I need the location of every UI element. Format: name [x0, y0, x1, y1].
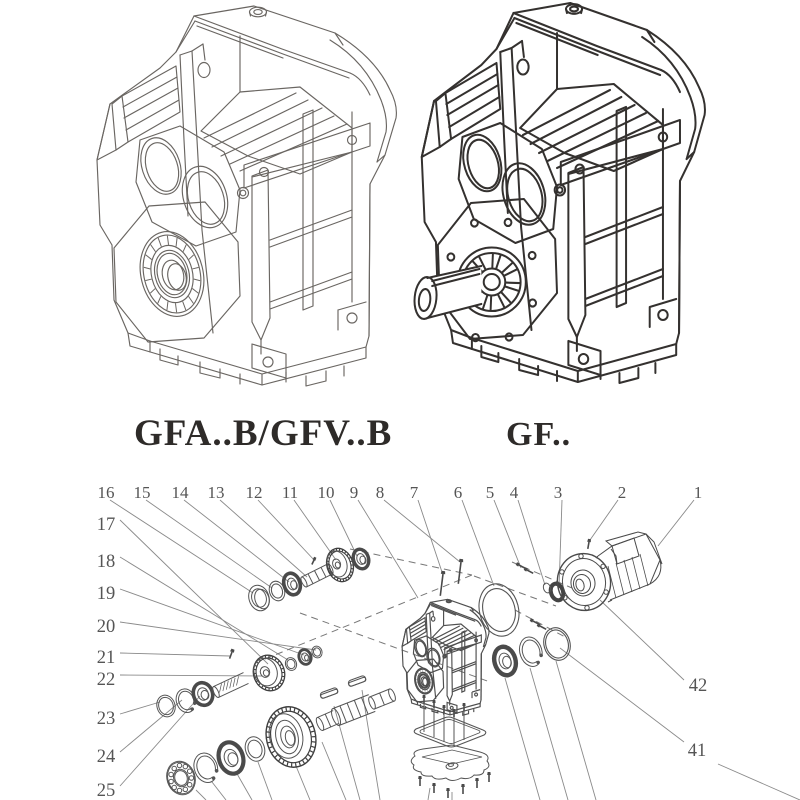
svg-text:2: 2 — [618, 483, 627, 502]
svg-text:25: 25 — [97, 781, 116, 800]
svg-text:20: 20 — [97, 617, 116, 637]
svg-text:5: 5 — [486, 483, 495, 502]
svg-text:19: 19 — [97, 584, 116, 604]
svg-text:21: 21 — [97, 648, 116, 668]
svg-text:12: 12 — [246, 483, 263, 502]
svg-text:13: 13 — [208, 483, 225, 502]
svg-text:18: 18 — [97, 552, 116, 572]
svg-text:17: 17 — [97, 515, 116, 535]
svg-text:41: 41 — [688, 741, 707, 761]
svg-text:4: 4 — [510, 483, 519, 502]
svg-text:42: 42 — [689, 676, 708, 696]
svg-text:10: 10 — [318, 483, 335, 502]
svg-text:23: 23 — [97, 709, 116, 729]
svg-text:22: 22 — [97, 670, 116, 690]
svg-text:GFA..B/GFV..B: GFA..B/GFV..B — [134, 413, 392, 454]
svg-text:8: 8 — [376, 483, 385, 502]
svg-text:16: 16 — [98, 483, 115, 502]
svg-text:GF..: GF.. — [506, 416, 571, 453]
svg-text:7: 7 — [410, 483, 419, 502]
svg-text:3: 3 — [554, 483, 563, 502]
svg-text:14: 14 — [172, 483, 190, 502]
svg-text:1: 1 — [694, 483, 703, 502]
svg-text:11: 11 — [282, 483, 298, 502]
svg-text:6: 6 — [454, 483, 463, 502]
svg-text:9: 9 — [350, 483, 359, 502]
svg-text:15: 15 — [134, 483, 151, 502]
svg-text:24: 24 — [97, 747, 116, 767]
